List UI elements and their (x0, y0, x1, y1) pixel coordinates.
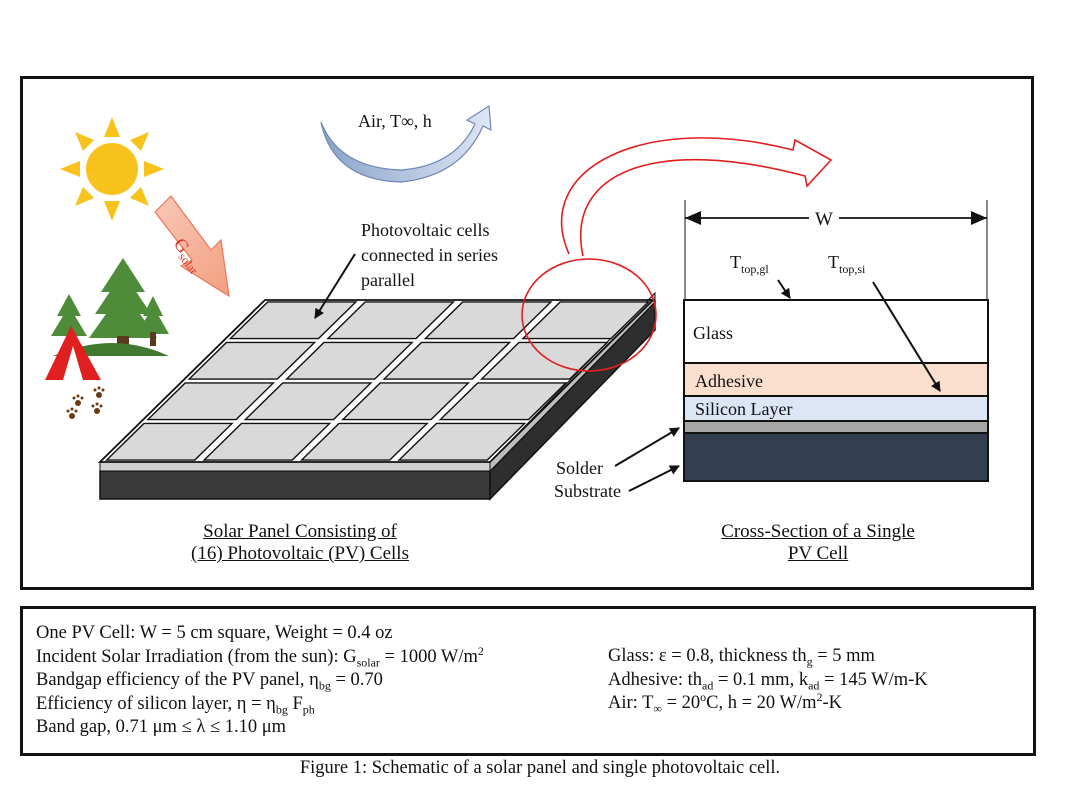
param-adhesive: Adhesive: thad = 0.1 mm, kad = 145 W/m-K (608, 669, 928, 693)
substrate-label: Substrate (554, 481, 621, 501)
pv-cells-pointer-arrow (314, 253, 356, 319)
sun-icon (60, 117, 164, 221)
pv-cells-line3: parallel (361, 270, 415, 290)
param-glass-sub: g (806, 654, 813, 669)
param-adhesive-sub1: ad (702, 678, 714, 693)
parameters-left: One PV Cell: W = 5 cm square, Weight = 0… (36, 622, 484, 740)
panel-caption-line1: Solar Panel Consisting of (203, 521, 397, 542)
solar-panel (97, 291, 656, 501)
param-irradiation-sub: solar (356, 655, 380, 670)
t-top-gl-subscript: top,gl (741, 262, 769, 276)
diagram-canvas: Gsolar Air, T∞, h Photovoltaic cells con… (45, 104, 989, 501)
param-irradiation-value: = 1000 W/m (379, 646, 478, 667)
param-air: Air: T∞ = 20oC, h = 20 W/m2-K (608, 689, 928, 716)
param-bandgap-eff: Bandgap efficiency of the PV panel, ηbg … (36, 669, 484, 693)
t-top-gl-arrow (777, 279, 791, 299)
pv-cell (521, 301, 651, 340)
cross-section: W Glass Adhesive Silicon Layer Ttop,gl T… (554, 200, 989, 501)
pv-cell (423, 301, 553, 340)
tent-icon (45, 326, 101, 380)
glass-label: Glass (693, 323, 733, 343)
pv-cell (187, 341, 317, 380)
param-glass-value: = 5 mm (812, 646, 875, 666)
solder-layer (683, 420, 989, 434)
param-air-sub: ∞ (653, 701, 662, 716)
pv-cell (104, 422, 234, 461)
param-irradiation-sup: 2 (477, 643, 484, 658)
pv-cells-line1: Photovoltaic cells (361, 220, 489, 240)
panel-caption-line2: (16) Photovoltaic (PV) Cells (191, 543, 409, 564)
param-silicon-eff: Efficiency of silicon layer, η = ηbg Fph (36, 693, 484, 717)
t-top-si-arrow (872, 281, 941, 392)
pv-cells-line2: connected in series (361, 245, 498, 265)
param-bandgap-eff-text: Bandgap efficiency of the PV panel, η (36, 670, 319, 690)
pv-cell (382, 341, 512, 380)
param-pv-cell-text: One PV Cell: W = 5 cm square, Weight = 0… (36, 623, 393, 643)
param-air-sup: 2 (816, 689, 823, 704)
param-band-gap: Band gap, 0.71 μm ≤ λ ≤ 1.10 μm (36, 716, 484, 740)
silicon-label: Silicon Layer (695, 399, 792, 419)
pv-cell (202, 422, 332, 461)
cross-caption-line2: PV Cell (787, 543, 849, 564)
solder-arrow (614, 427, 680, 467)
param-glass: Glass: ε = 0.8, thickness thg = 5 mm (608, 645, 928, 669)
substrate-arrow (628, 465, 680, 492)
figure-caption: Figure 1: Schematic of a solar panel and… (299, 758, 781, 778)
pv-cell (397, 422, 527, 461)
param-adhesive-k: = 0.1 mm, k (713, 669, 809, 690)
parameters-box: One PV Cell: W = 5 cm square, Weight = 0… (20, 606, 1036, 756)
width-label: W (815, 209, 833, 230)
pv-cell (228, 301, 358, 340)
parameters-right: Glass: ε = 0.8, thickness thg = 5 mm Adh… (608, 645, 928, 716)
silicon-layer (683, 395, 989, 422)
param-band-gap-text: Band gap, 0.71 μm ≤ λ ≤ 1.10 μm (36, 717, 287, 737)
param-adhesive-sub2: ad (808, 678, 820, 693)
param-air-unit: -K (822, 693, 842, 713)
pv-cell (146, 382, 276, 421)
param-silicon-eff-text: Efficiency of silicon layer, η = η (36, 693, 276, 714)
air-arrow (320, 104, 492, 183)
param-air-h: C, h = 20 W/m (706, 693, 817, 713)
pv-cells-label: Photovoltaic cells connected in series p… (361, 220, 502, 290)
air-label: Air, T∞, h (358, 111, 432, 131)
param-irradiation-text: Incident Solar Irradiation (from the sun… (36, 646, 357, 667)
param-silicon-eff-sub1: bg (275, 702, 288, 717)
param-adhesive-text: Adhesive: th (608, 669, 703, 690)
pv-cell (326, 301, 456, 340)
param-silicon-eff-f: F (287, 693, 303, 714)
g-solar-arrow: Gsolar (154, 195, 230, 298)
t-top-si-subscript: top,si (839, 262, 866, 276)
param-pv-cell: One PV Cell: W = 5 cm square, Weight = 0… (36, 622, 484, 646)
param-irradiation: Incident Solar Irradiation (from the sun… (36, 643, 484, 670)
pv-cell (243, 382, 373, 421)
adhesive-label: Adhesive (695, 371, 763, 391)
pv-cell (438, 382, 568, 421)
pv-cell-grid (97, 299, 656, 463)
pv-cell (341, 382, 471, 421)
magnify-loop (521, 137, 833, 372)
t-top-gl-label: Ttop,gl (730, 252, 769, 276)
param-adhesive-value: = 145 W/m-K (819, 669, 928, 690)
t-top-si-label: Ttop,si (828, 252, 866, 276)
param-glass-text: Glass: ε = 0.8, thickness th (608, 646, 807, 666)
paw-prints-icon (66, 386, 105, 419)
param-bandgap-eff-sub: bg (318, 678, 331, 693)
cross-section-caption: Cross-Section of a Single PV Cell (683, 521, 953, 565)
t-top-gl-main: T (730, 252, 741, 272)
param-silicon-eff-sub2: ph (302, 702, 315, 717)
substrate-layer (683, 432, 989, 482)
panel-caption: Solar Panel Consisting of (16) Photovolt… (150, 521, 450, 565)
t-top-si-main: T (828, 252, 839, 272)
pv-cell (284, 341, 414, 380)
param-air-temp: = 20 (661, 693, 701, 713)
glass-layer (683, 299, 989, 364)
param-air-degree: o (700, 689, 707, 704)
solder-label: Solder (556, 458, 603, 478)
diagram-frame: Gsolar Air, T∞, h Photovoltaic cells con… (20, 76, 1034, 590)
cross-caption-line1: Cross-Section of a Single (721, 521, 915, 542)
pv-cell (299, 422, 429, 461)
param-air-text: Air: T (608, 693, 654, 713)
param-bandgap-eff-value: = 0.70 (330, 670, 383, 690)
